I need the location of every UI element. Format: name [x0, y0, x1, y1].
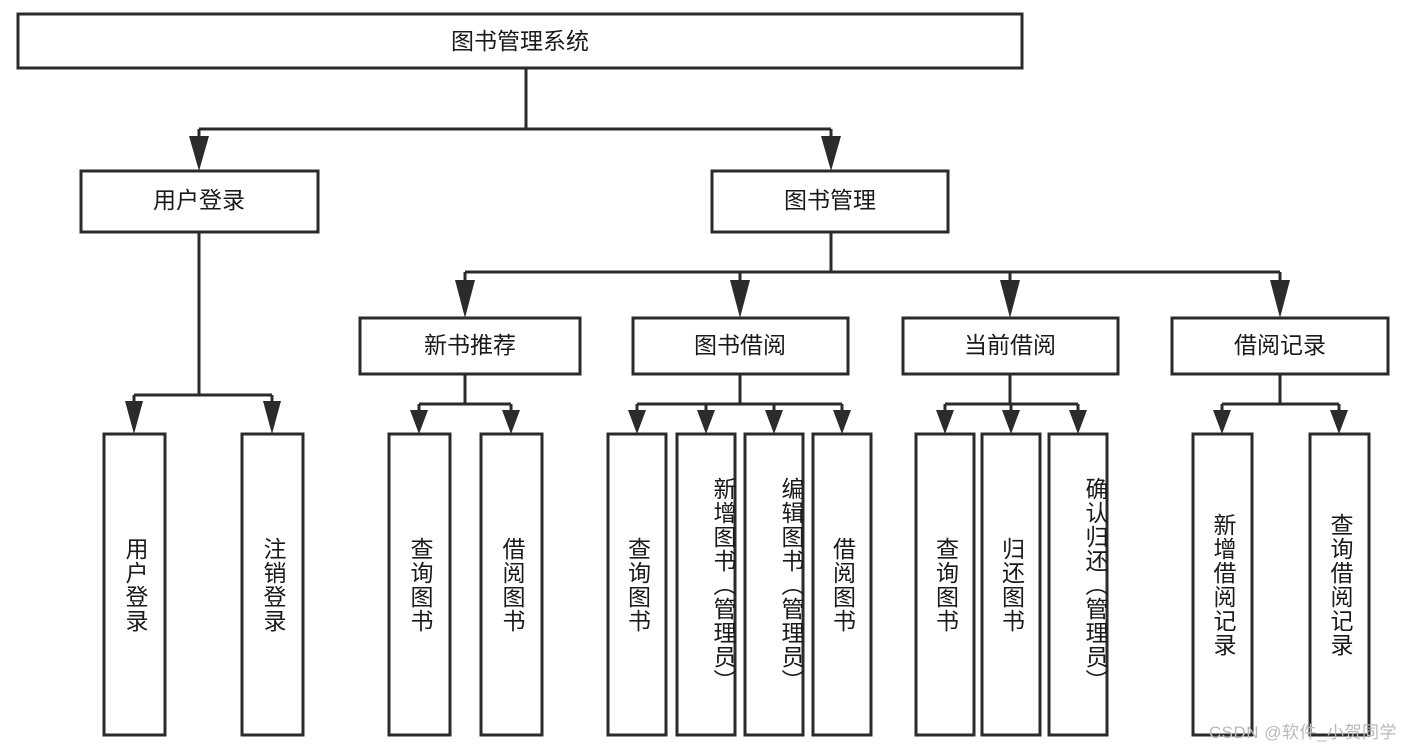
leaf-box-add-book-admin[interactable]: [675, 432, 737, 737]
node-level1-user-login-label: 用户登录: [153, 187, 245, 213]
arrow-head-borrowrecord-leaf-1: [1213, 410, 1231, 434]
connector-layer: [125, 68, 1348, 434]
leaf-box-add-borrow-record[interactable]: [1191, 432, 1254, 737]
leaf-box-logout[interactable]: [240, 432, 305, 737]
arrow-head-currentborrow-leaf-3: [1069, 410, 1087, 434]
arrow-head-bookborrow-leaf-1: [628, 410, 646, 434]
node-level1-book-manage-box[interactable]: [710, 169, 950, 234]
arrow-head-newbook-leaf-1: [410, 410, 428, 434]
node-level2-borrow-record-box[interactable]: [1170, 316, 1390, 376]
node-level2-current-borrow-label: 当前借阅: [964, 332, 1056, 358]
node-level2-new-book-rec-label: 新书推荐: [424, 332, 516, 358]
node-root-box[interactable]: [16, 12, 1024, 70]
leaf-box-query-book-rec[interactable]: [387, 432, 452, 737]
node-box-layer: 图书管理系统 用户登录 图书管理 新书推荐 图书借阅 当前借阅 借阅记录: [16, 12, 1390, 737]
leaf-box-borrow-book-rec[interactable]: [479, 432, 544, 737]
arrow-head-new-book-rec: [455, 280, 475, 318]
node-level2-book-borrow-label: 图书借阅: [694, 332, 786, 358]
arrow-head-book-borrow: [730, 280, 750, 318]
leaf-box-query-book-brw[interactable]: [606, 432, 668, 737]
node-root-label: 图书管理系统: [451, 28, 589, 54]
node-level1-user-login-box[interactable]: [79, 169, 320, 234]
arrow-head-leaf-user-login: [125, 401, 143, 434]
arrow-head-borrowrecord-leaf-2: [1330, 410, 1348, 434]
leaf-box-query-borrow-record[interactable]: [1308, 432, 1371, 737]
leaf-box-user-login[interactable]: [102, 432, 167, 737]
arrow-head-currentborrow-leaf-2: [1002, 410, 1020, 434]
node-level2-new-book-rec-box[interactable]: [358, 316, 582, 376]
arrow-head-bookborrow-leaf-4: [833, 410, 851, 434]
node-level2-borrow-record-label: 借阅记录: [1234, 332, 1326, 358]
node-level1-book-manage-label: 图书管理: [784, 187, 876, 213]
node-level2-book-borrow-box[interactable]: [631, 316, 850, 376]
leaf-box-edit-book-admin[interactable]: [743, 432, 805, 737]
arrow-head-currentborrow-leaf-1: [936, 410, 954, 434]
arrow-head-borrow-record: [1270, 280, 1290, 318]
arrow-head-leaf-logout: [263, 401, 281, 434]
leaf-box-borrow-book-brw[interactable]: [811, 432, 873, 737]
leaf-box-return-book[interactable]: [980, 432, 1042, 737]
arrow-head-user-login: [189, 136, 209, 171]
arrow-head-bookborrow-leaf-3: [765, 410, 783, 434]
node-level2-current-borrow-box[interactable]: [901, 316, 1120, 376]
arrow-head-book-manage: [821, 136, 841, 171]
arrow-head-newbook-leaf-2: [502, 410, 520, 434]
leaf-box-query-book-cur[interactable]: [914, 432, 976, 737]
arrow-head-current-borrow: [1000, 280, 1020, 318]
leaf-box-confirm-return[interactable]: [1047, 432, 1109, 737]
watermark-text: CSDN @软件_小贺同学: [1208, 723, 1397, 742]
arrow-head-bookborrow-leaf-2: [697, 410, 715, 434]
